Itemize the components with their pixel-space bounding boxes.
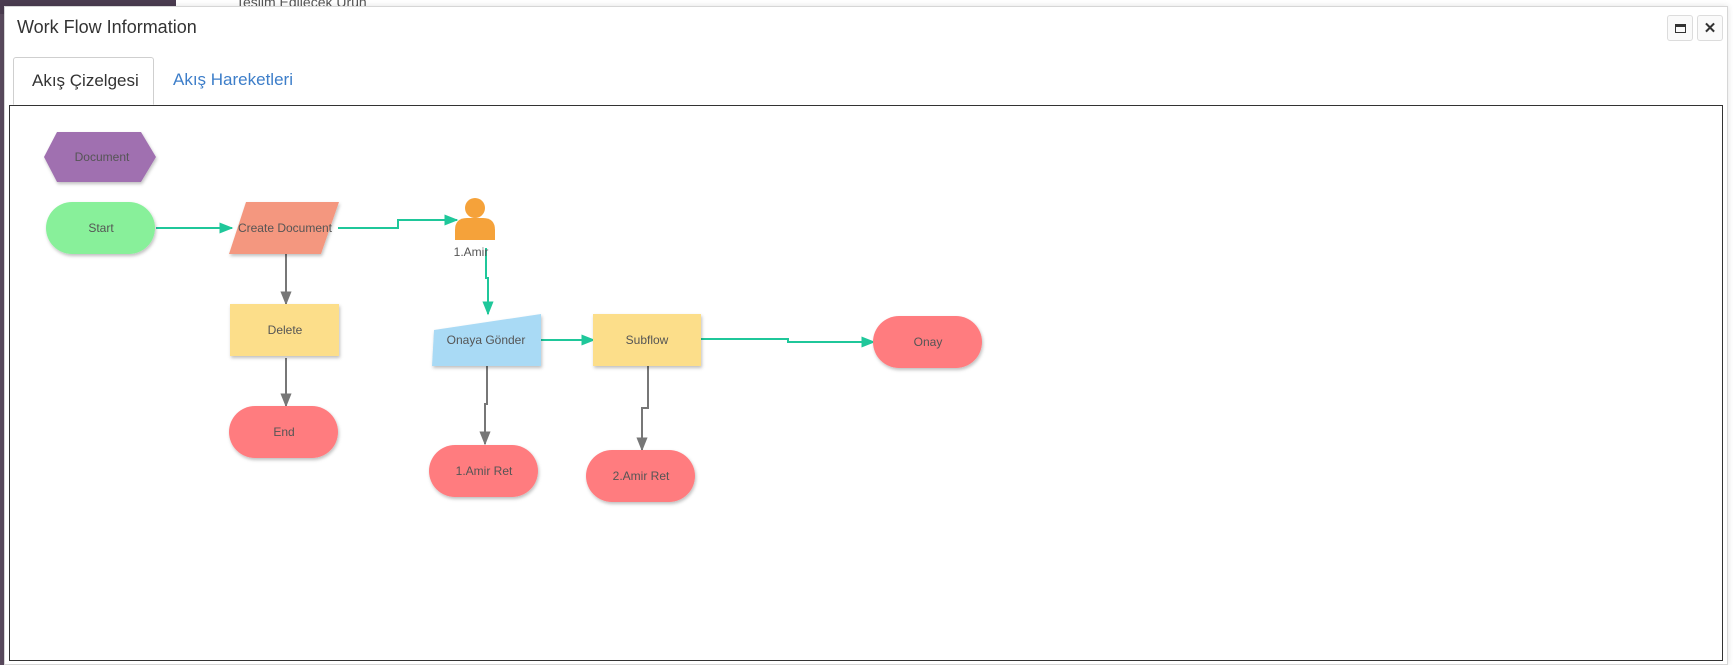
edge-onaya-ret1 — [479, 366, 491, 446]
node-delete-shape — [230, 304, 339, 356]
tab-akis-cizelgesi[interactable]: Akış Çizelgesi — [13, 57, 154, 105]
connectors — [156, 214, 876, 452]
node-delete-label: Delete — [268, 323, 303, 337]
node-create-document-shape — [229, 202, 339, 254]
edge-subflow-onay — [700, 336, 876, 348]
close-button[interactable]: ✕ — [1697, 15, 1723, 41]
node-amir1-ret-label: 1.Amir Ret — [456, 464, 513, 478]
node-subflow-shape — [593, 314, 701, 366]
node-amir2-ret-label: 2.Amir Ret — [613, 469, 670, 483]
background-peek-text: Teslim Edilecek Ürün — [236, 0, 367, 10]
node-start-label: Start — [88, 221, 114, 235]
node-amir2-ret[interactable]: 2.Amir Ret — [586, 450, 695, 502]
node-amir1-ret[interactable]: 1.Amir Ret — [429, 445, 538, 497]
node-document[interactable]: Document — [44, 132, 156, 182]
node-start-shape — [46, 202, 155, 254]
node-onay[interactable]: Onay — [873, 316, 982, 368]
window-maximize-icon — [1674, 23, 1686, 33]
node-amir1-ret-shape — [429, 445, 538, 497]
diagram-canvas: Document Start Create Document 1.Amir — [9, 105, 1723, 661]
person-icon-head — [465, 198, 485, 218]
node-amir1[interactable]: 1.Amir — [454, 198, 495, 259]
edge-subflow-ret2 — [636, 366, 649, 452]
node-start[interactable]: Start — [46, 202, 155, 254]
node-delete[interactable]: Delete — [230, 304, 339, 356]
edge-create-amir1 — [338, 214, 459, 229]
node-onay-label: Onay — [914, 335, 943, 349]
person-icon — [455, 218, 495, 240]
node-create-document-label: Create Document — [238, 221, 333, 235]
workflow-dialog: Work Flow Information ✕ Akış Çizelgesi A… — [4, 6, 1728, 665]
node-amir1-label: 1.Amir — [454, 245, 489, 259]
node-create-document[interactable]: Create Document — [229, 202, 339, 254]
node-end-shape — [229, 406, 338, 458]
node-onaya-gonder-shape — [432, 314, 541, 366]
node-subflow[interactable]: Subflow — [593, 314, 701, 366]
node-end-label: End — [273, 425, 294, 439]
tab-akis-hareketleri[interactable]: Akış Hareketleri — [173, 70, 293, 89]
node-end[interactable]: End — [229, 406, 338, 458]
node-document-label: Document — [75, 150, 130, 164]
node-onay-shape — [873, 316, 982, 368]
edge-amir1-onaya — [482, 248, 494, 316]
workflow-diagram: Document Start Create Document 1.Amir — [44, 132, 982, 502]
node-onaya-gonder[interactable]: Onaya Gönder — [432, 314, 541, 366]
node-onaya-gonder-label: Onaya Gönder — [447, 333, 526, 347]
node-amir2-ret-shape — [586, 450, 695, 502]
node-subflow-label: Subflow — [626, 333, 669, 347]
dialog-title: Work Flow Information — [17, 17, 197, 37]
node-document-shape — [44, 132, 156, 182]
maximize-button[interactable] — [1667, 15, 1693, 41]
close-icon: ✕ — [1703, 20, 1717, 37]
